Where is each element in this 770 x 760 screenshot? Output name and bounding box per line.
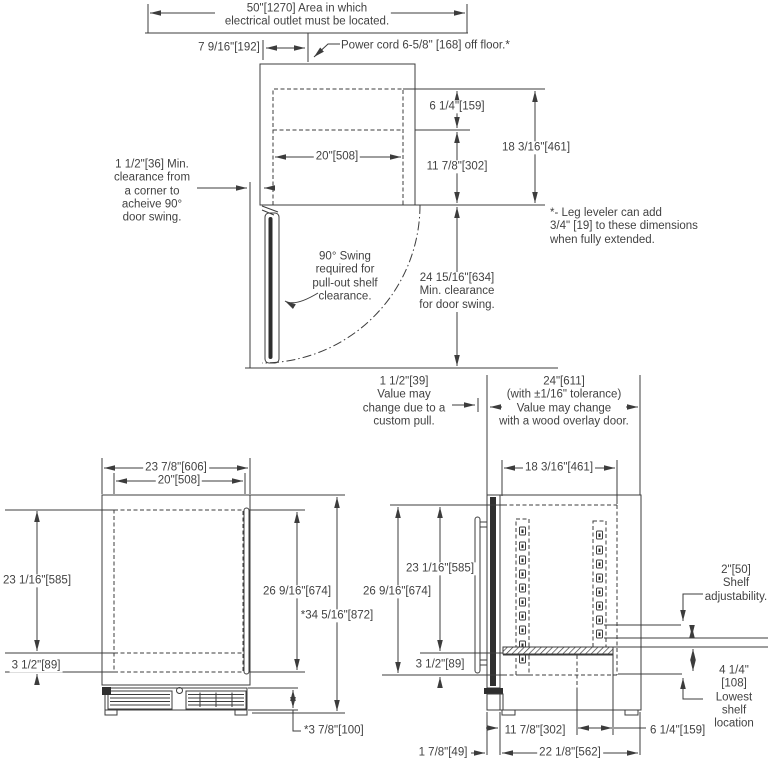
dim-label-door-swing-clearance: 24 15/16"[634] Min. clearance for door s… (417, 272, 497, 312)
note-custom-pull: 1 1/2"[39] Value may change due to a cus… (362, 375, 446, 428)
note-leg-leveler: *- Leg leveler can add 3/4" [19] to thes… (550, 207, 698, 246)
dim-label-front-cutout-width: 20"[508] (155, 474, 203, 488)
dim-label-front-lower-height: 3 1/2"[89] (9, 659, 63, 673)
dim-label-side-base-depth: 11 7/8"[302] (502, 724, 568, 738)
dim-label-side-interior-depth: 18 3/16"[461] (522, 461, 596, 475)
note-swing: 90° Swing required for pull-out shelf cl… (312, 250, 378, 303)
dim-label-side-cabinet-depth: 22 1/8"[562] (537, 746, 603, 760)
note-overlay-door: 24"[611] (with ±1/16" tolerance) Value m… (499, 375, 629, 428)
dim-label-outlet-width: 20"[508] (313, 150, 361, 164)
plan-view-linework (145, 4, 558, 369)
dim-label-front-overall-width: 23 7/8"[606] (143, 461, 209, 475)
dim-label-side-upper-height: 23 1/16"[585] (403, 562, 477, 576)
dim-label-side-door-height: 26 9/16"[674] (360, 585, 434, 599)
dim-label-outlet-area: 50"[1270] Area in which electrical outle… (222, 2, 392, 30)
note-corner-clearance: 1 1/2"[36] Min. clearance from a corner … (113, 158, 191, 224)
dim-label-side-lower-height: 3 1/2"[89] (413, 658, 467, 672)
dim-label-front-overall-height: *34 5/16"[872] (298, 609, 376, 623)
dim-label-outlet-depth-bottom: 11 7/8"[302] (424, 160, 490, 174)
dim-label-front-door-height: 26 9/16"[674] (260, 585, 334, 599)
dim-label-cord-offset: 7 9/16"[192] (198, 41, 260, 54)
dim-label-front-upper-height: 23 1/16"[585] (0, 574, 74, 588)
dim-label-outlet-depth-total: 18 3/16"[461] (499, 141, 573, 155)
dim-label-side-door-thickness: 1 7/8"[49] (418, 746, 468, 759)
dim-label-outlet-depth-top: 6 1/4"[159] (427, 100, 487, 114)
dim-label-side-condenser-depth: 6 1/4"[159] (650, 724, 706, 737)
note-lowest-shelf: 4 1/4"[108] Lowest shelf location (714, 664, 754, 730)
note-shelf-adjustability: 2"[50] Shelf adjustability. (704, 564, 768, 603)
front-view-linework (5, 458, 345, 732)
note-power-cord: Power cord 6-5/8" [168] off floor.* (341, 39, 510, 52)
dim-label-front-kick-height: *3 7/8"[100] (304, 724, 364, 737)
